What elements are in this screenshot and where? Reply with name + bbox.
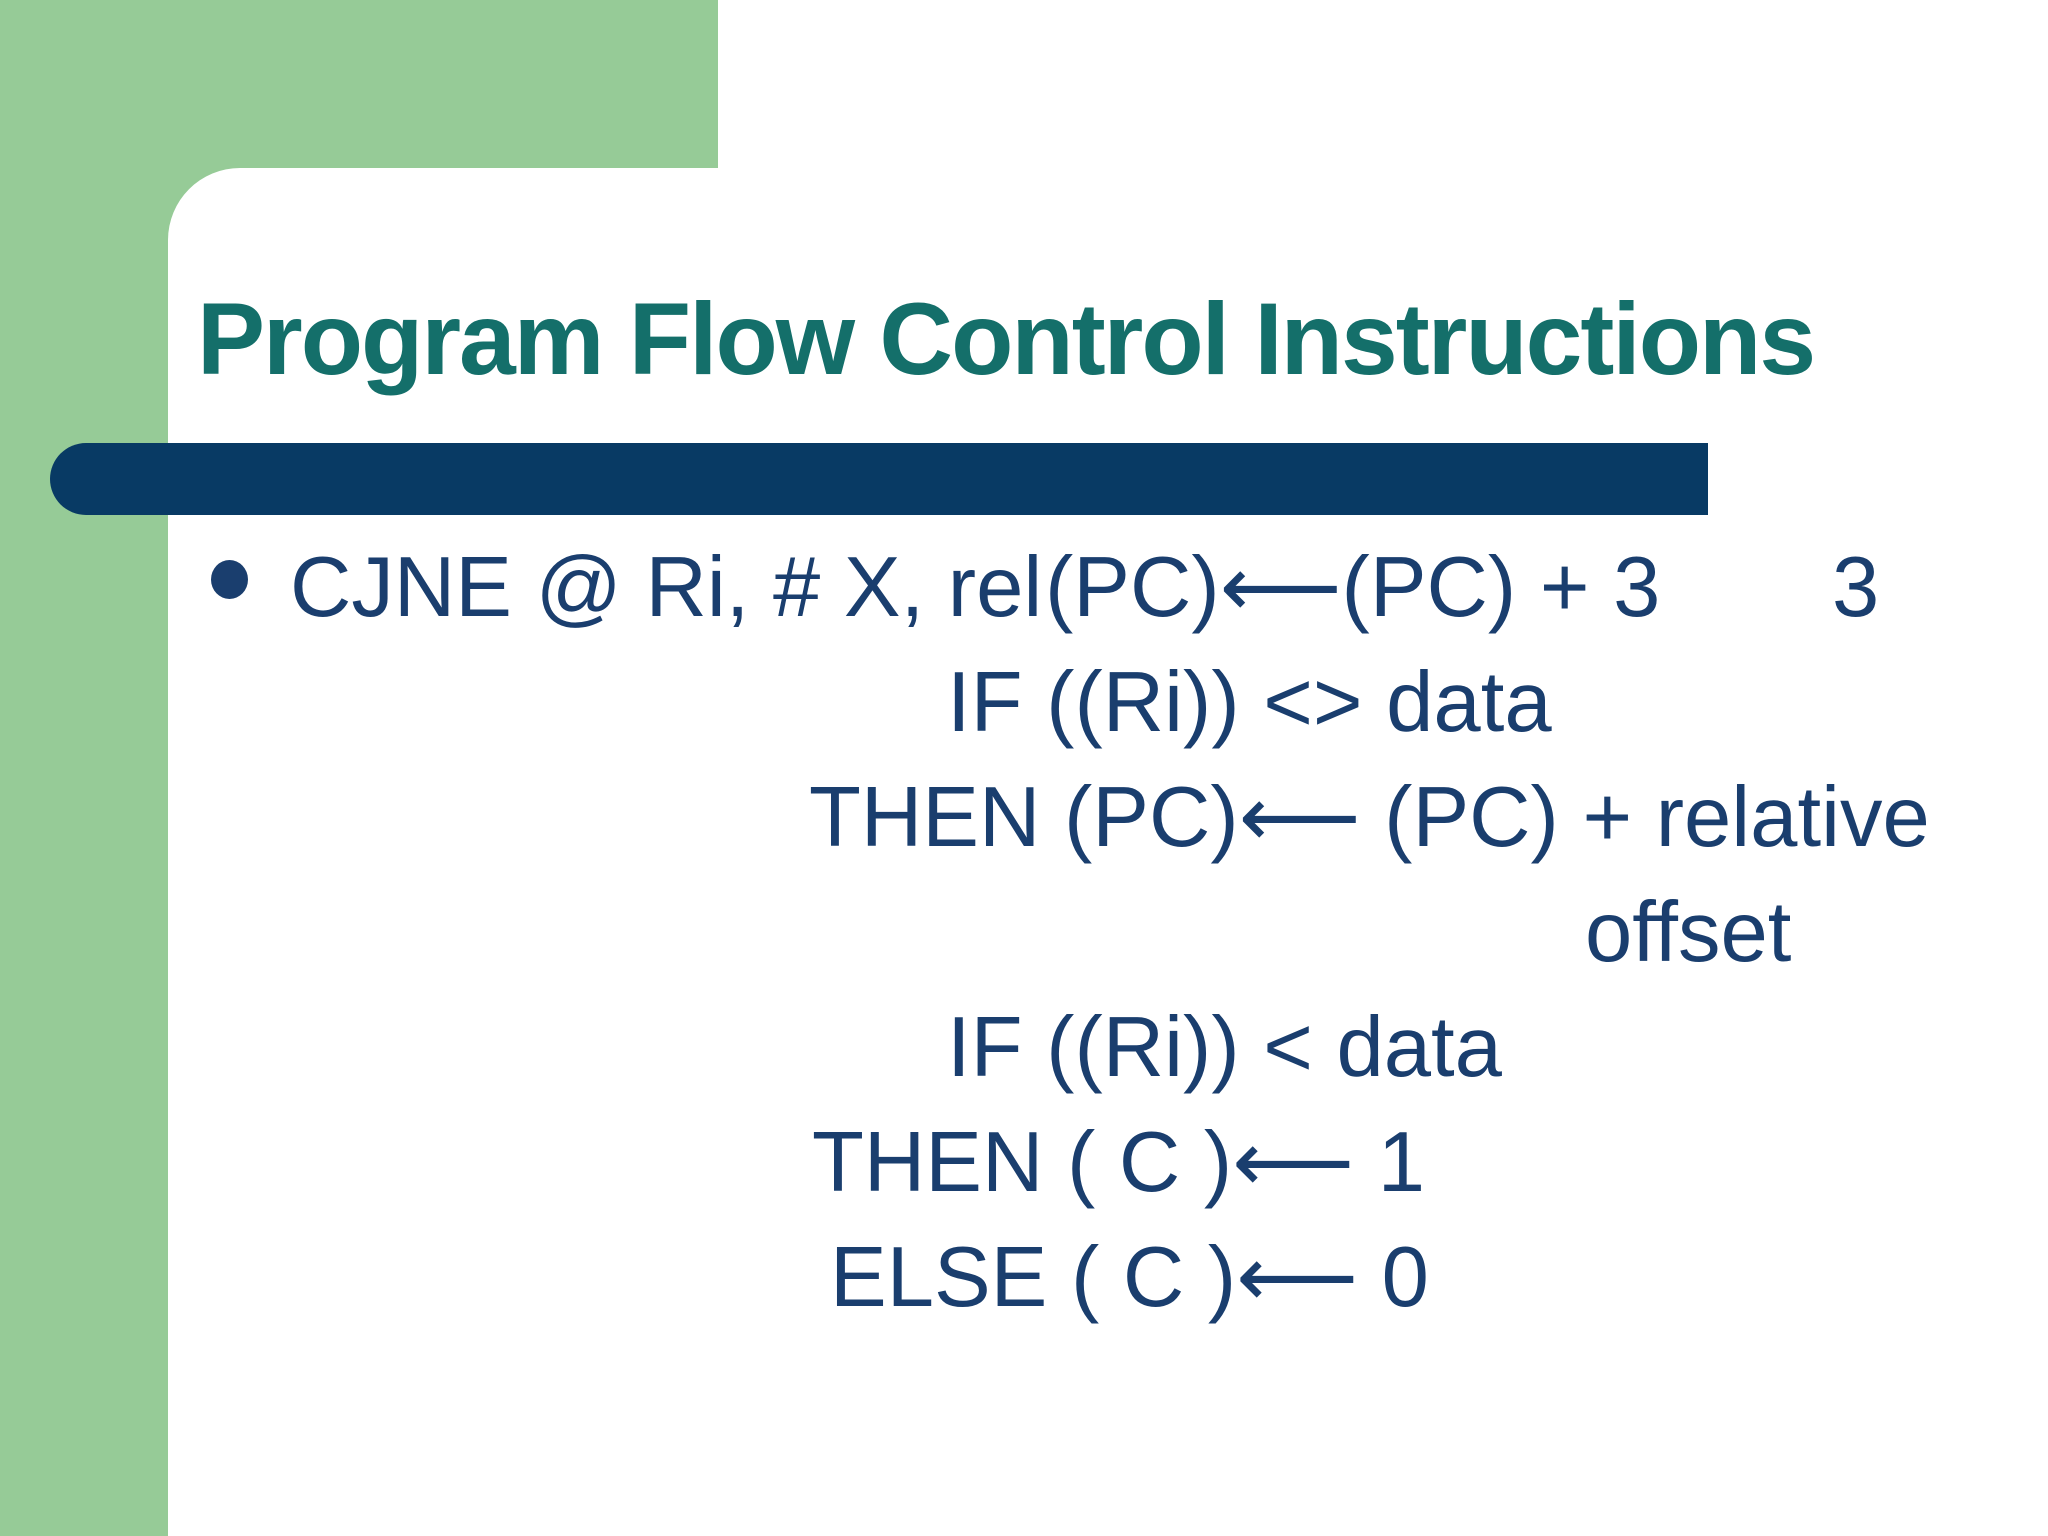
green-top-block (0, 0, 718, 168)
title-divider-bar (50, 443, 1708, 515)
condition-2-text: IF ((Ri)) < data (947, 1000, 1502, 1095)
slide-title: Program Flow Control Instructions (197, 282, 1816, 396)
condition-1-text: IF ((Ri)) <> data (947, 655, 1552, 750)
else-2-text: ELSE ( C )⟵ 0 (830, 1230, 1429, 1325)
bullet-icon (211, 560, 248, 599)
byte-count-text: 3 (1832, 540, 1880, 635)
green-left-column (0, 0, 170, 1536)
content-panel (168, 168, 2048, 1536)
instruction-text: CJNE @ Ri, # X, rel (290, 540, 1043, 635)
pc-update-text: (PC)⟵(PC) + 3 (1045, 540, 1661, 635)
then-1-text: THEN (PC)⟵ (PC) + relative (809, 770, 1930, 865)
then-1-continuation-text: offset (1585, 885, 1792, 980)
then-2-text: THEN ( C )⟵ 1 (812, 1115, 1425, 1210)
